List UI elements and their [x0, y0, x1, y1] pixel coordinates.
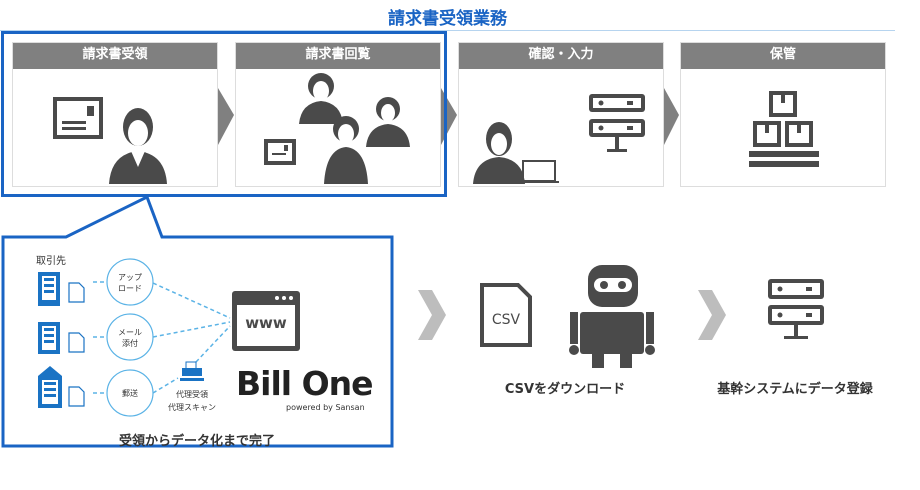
detail-caption: 受領からデータ化まで完了: [118, 434, 275, 449]
step-label: 請求書受領: [13, 43, 217, 69]
system-caption: 基幹システムにデータ登録: [717, 382, 873, 397]
step-label: 確認・入力: [459, 43, 663, 69]
csv-caption: CSVをダウンロード: [504, 382, 626, 397]
channel-line: 添付: [122, 339, 138, 348]
proxy-line: 代理スキャン: [168, 403, 216, 412]
channel-line: アップ: [118, 273, 142, 282]
title-underline: [0, 30, 895, 31]
logo-subtitle: powered by Sansan: [286, 403, 365, 412]
proxy-scan-label: 代理受領代理スキャン: [160, 388, 224, 414]
receive-illustration-icon: [53, 97, 167, 184]
diagram-title: 請求書受領業務: [388, 9, 507, 29]
channel-upload: アップロード: [107, 272, 153, 294]
csv-file-icon: [480, 283, 532, 347]
chevron-right-icon: [418, 290, 446, 340]
step-card-input: 確認・入力: [458, 42, 664, 187]
step-arrow-icon: [218, 88, 234, 145]
step-label: 請求書回覧: [236, 43, 440, 69]
scanner-icon: [180, 361, 204, 381]
proxy-line: 代理受領: [176, 390, 208, 399]
bill-one-logo: Bill One: [236, 364, 374, 403]
input-illustration-icon: [473, 94, 645, 184]
channel-line: 郵送: [122, 389, 138, 398]
channel-circle: [106, 369, 154, 417]
circulate-illustration-icon: [264, 73, 410, 184]
browser-window-icon: [232, 291, 300, 351]
storage-boxes-icon: [749, 91, 819, 167]
step-card-receive: 請求書受領: [12, 42, 218, 187]
callout-box: [1, 194, 394, 448]
step-arrow-icon: [664, 88, 679, 145]
step-card-store: 保管: [680, 42, 886, 187]
channel-circle: [106, 258, 154, 306]
channel-line: ロード: [118, 284, 142, 293]
step-label: 保管: [681, 43, 885, 69]
browser-text: www: [245, 314, 287, 332]
channel-line: メール: [118, 328, 142, 337]
channel-mail: 郵送: [107, 388, 153, 399]
chevron-right-icon: [698, 290, 726, 340]
step-arrow-icon: [441, 88, 457, 145]
channel-circle: [106, 313, 154, 361]
csv-icon-text: CSV: [491, 312, 521, 328]
channel-lines: [93, 281, 231, 394]
channel-email: メール添付: [107, 327, 153, 349]
highlight-frame: [1, 31, 447, 197]
document-icon: [68, 282, 85, 407]
partner-label: 取引先: [36, 256, 66, 267]
step-card-circulate: 請求書回覧: [235, 42, 441, 187]
